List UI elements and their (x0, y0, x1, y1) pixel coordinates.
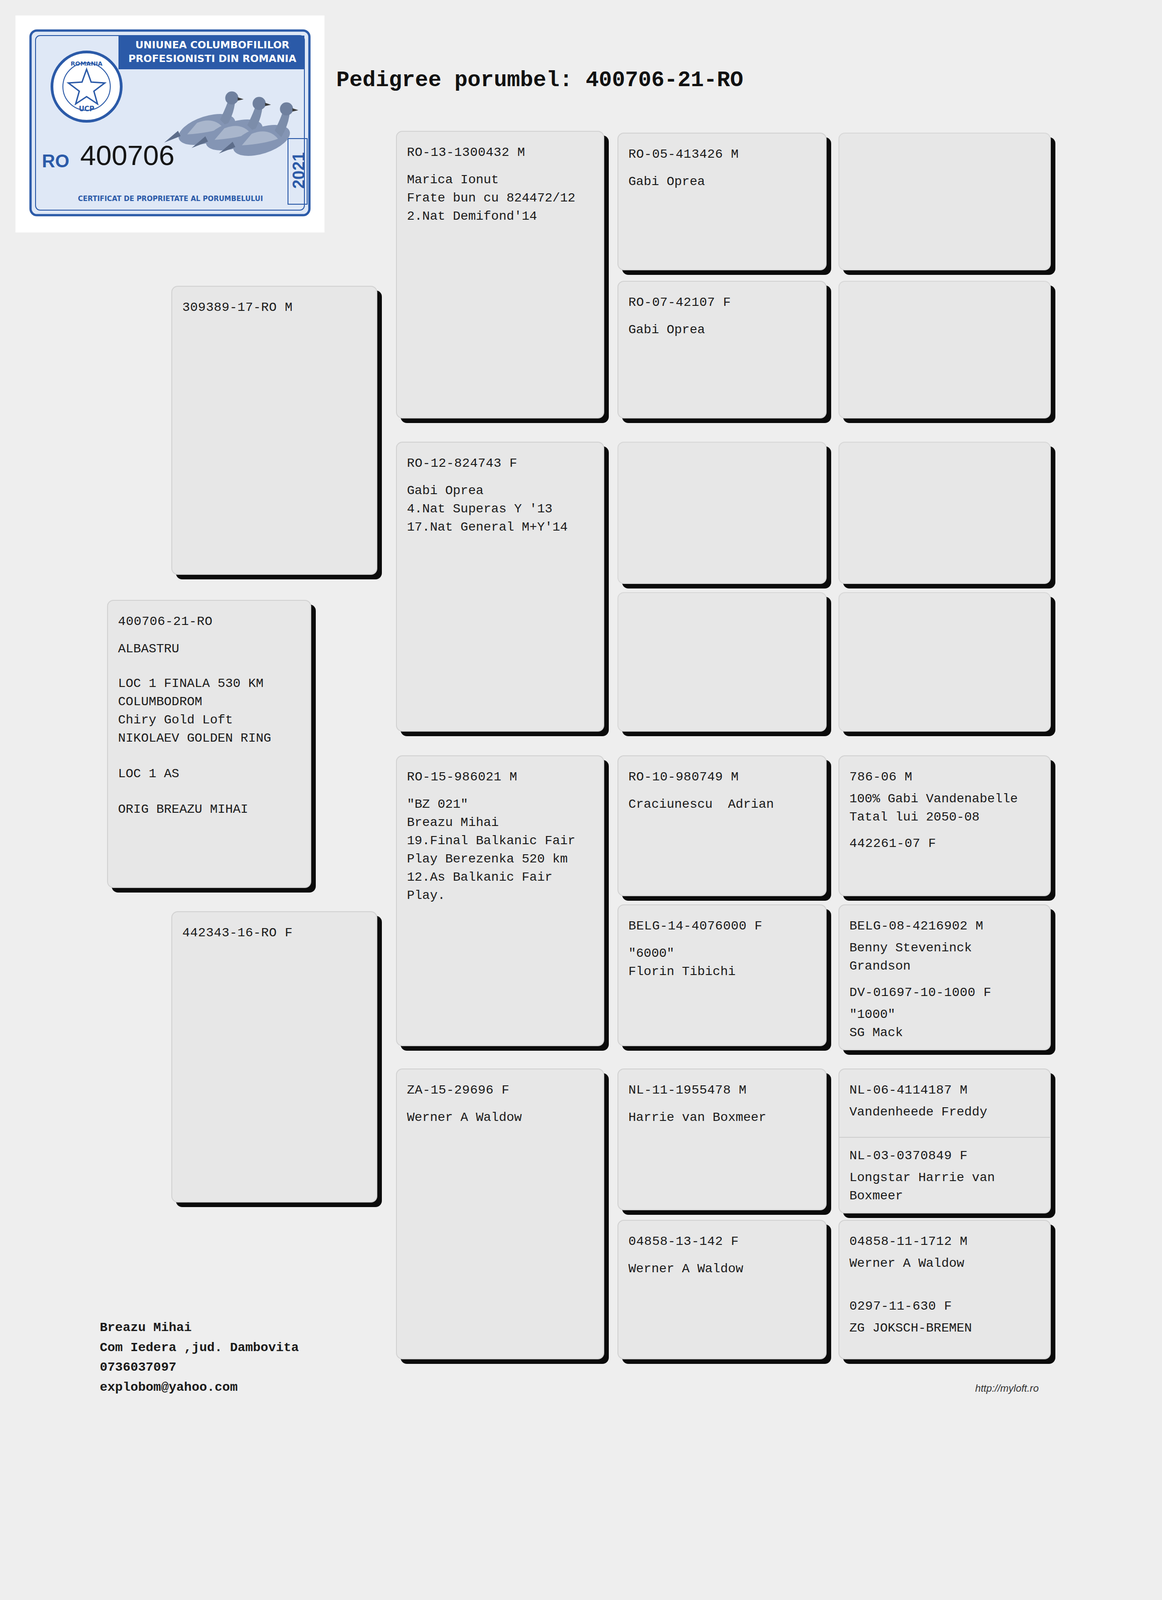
bird-note: 19.Final Balkanic Fair Play Berezenka 52… (406, 831, 595, 869)
bird-note: NIKOLAEV GOLDEN RING (118, 729, 302, 748)
bird-note: Gabi Oprea (628, 320, 817, 340)
bird-note: Werner A Waldow (628, 1259, 817, 1278)
bird-note: Benny Steveninck Grandson (849, 938, 1041, 976)
bird-note: ZG JOKSCH-BREMEN (849, 1318, 1041, 1337)
ring-number: ZA-15-29696 F (406, 1080, 595, 1100)
stamp-text: 2021 (288, 148, 309, 193)
certificate-stamp: UNIUNEA COLUMBOFILILOR PROFESIONISTI DIN… (15, 15, 325, 233)
stamp-text: CERTIFICAT DE PROPRIETATE AL PORUMBELULU… (42, 194, 299, 204)
bird-note: 17.Nat General M+Y'14 (406, 518, 595, 537)
bird-note: "6000" (628, 944, 817, 963)
box-divider (839, 1136, 1050, 1138)
bird-note: 2.Nat Demifond'14 (406, 207, 595, 226)
bird-note: Werner A Waldow (406, 1108, 595, 1127)
bird-note: 4.Nat Superas Y '13 (406, 499, 595, 519)
pedigree-box: NL-06-4114187 M Vandenheede FreddyNL-03-0… (838, 1068, 1051, 1214)
pedigree-box: 400706-21-ROALBASTRULOC 1 FINALA 530 KMC… (107, 599, 312, 888)
ring-number: NL-06-4114187 M (849, 1080, 1041, 1100)
owner-contact: Breazu Mihai (99, 1318, 192, 1337)
stamp-text: UCP (72, 104, 101, 114)
bird-note: Craciunescu Adrian (628, 795, 817, 814)
ring-number: RO-10-980749 M (628, 767, 817, 787)
ring-number: RO-07-42107 F (628, 293, 817, 312)
empty-box (838, 441, 1051, 584)
pedigree-box: 442343-16-RO F (171, 910, 378, 1203)
ring-number: BELG-08-4216902 M (849, 916, 1041, 936)
ring-number: 786-06 M (849, 767, 1041, 787)
ring-number: 04858-13-142 F (628, 1232, 817, 1251)
pedigree-box: BELG-08-4216902 MBenny Steveninck Grands… (838, 904, 1051, 1050)
bird-note: Chiry Gold Loft (118, 710, 302, 730)
bird-note: Longstar Harrie van Boxmeer (849, 1168, 1041, 1205)
bird-note: 12.As Balkanic Fair Play. (406, 868, 595, 905)
pedigree-box: RO-13-1300432 M Marica IonutFrate bun cu … (395, 130, 605, 419)
page-title: Pedigree porumbel: 400706-21-RO (336, 67, 744, 93)
pedigree-box: 04858-11-1712 M Werner A Waldow 0297-11-63… (838, 1219, 1051, 1359)
ring-number: 400706-21-RO (118, 612, 302, 631)
ring-number: 442261-07 F (849, 834, 1041, 853)
pedigree-box: RO-12-824743 F Gabi Oprea4.Nat Superas Y … (395, 441, 605, 732)
ring-number: 0297-11-630 F (849, 1296, 1041, 1316)
pedigree-box: 04858-13-142 F Werner A Waldow (617, 1219, 827, 1359)
ring-number: RO-15-986021 M (406, 767, 595, 787)
pedigree-box: RO-05-413426 M Gabi Oprea (617, 132, 827, 271)
ring-number: RO-05-413426 M (628, 145, 817, 164)
stamp-text: ROMANIA (66, 60, 108, 68)
pedigree-box: RO-07-42107 F Gabi Oprea (617, 280, 827, 419)
stamp-text: 400706 (80, 139, 199, 172)
empty-box (617, 441, 827, 584)
pedigree-box: 309389-17-RO M (171, 285, 378, 575)
pedigree-box: RO-15-986021 M "BZ 021"Breazu Mihai19.Fin… (395, 755, 605, 1046)
ring-number: NL-03-0370849 F (849, 1146, 1041, 1165)
ring-number: 04858-11-1712 M (849, 1232, 1041, 1251)
bird-note: Vandenheede Freddy (849, 1102, 1041, 1121)
pedigree-box: RO-10-980749 M Craciunescu Adrian (617, 755, 827, 896)
bird-note: Gabi Oprea (406, 481, 595, 500)
bird-note: Werner A Waldow (849, 1254, 1041, 1273)
bird-note: Marica Ionut (406, 170, 595, 190)
bird-note: "1000" (849, 1005, 1041, 1024)
pedigree-box: BELG-14-4076000 F "6000"Florin Tibichi (617, 904, 827, 1046)
bird-note: Breazu Mihai (406, 813, 595, 832)
website-note: http://myloft.ro (975, 1381, 1039, 1395)
bird-note: Frate bun cu 824472/12 (406, 189, 595, 208)
bird-note: Harrie van Boxmeer (628, 1108, 817, 1127)
bird-note: 100% Gabi Vandenabelle Tatal lui 2050-08 (849, 789, 1041, 827)
empty-box (617, 591, 827, 732)
ring-number: NL-11-1955478 M (628, 1080, 817, 1100)
owner-contact: explobom@yahoo.com (99, 1377, 238, 1397)
empty-box (838, 280, 1051, 419)
pedigree-box: NL-11-1955478 M Harrie van Boxmeer (617, 1068, 827, 1210)
owner-contact: 0736037097 (99, 1357, 177, 1377)
ring-number: BELG-14-4076000 F (628, 916, 817, 936)
bird-note: ALBASTRU (118, 639, 302, 659)
bird-note: Florin Tibichi (628, 962, 817, 981)
stamp-text: UNIUNEA COLUMBOFILILOR PROFESIONISTI DIN… (121, 38, 304, 66)
owner-contact: Com Iedera ,jud. Dambovita (99, 1338, 299, 1357)
pedigree-box: ZA-15-29696 F Werner A Waldow (395, 1068, 605, 1359)
ring-number: RO-12-824743 F (406, 454, 595, 473)
bird-note: Gabi Oprea (628, 172, 817, 191)
ring-number: DV-01697-10-1000 F (849, 983, 1041, 1002)
bird-note: LOC 1 AS (118, 764, 302, 783)
bird-note: SG Mack (849, 1023, 1041, 1042)
bird-note: COLUMBODROM (118, 692, 302, 711)
ring-number: 442343-16-RO F (182, 923, 368, 942)
ring-number: RO-13-1300432 M (406, 143, 595, 162)
bird-note: ORIG BREAZU MIHAI (118, 800, 302, 819)
bird-note: LOC 1 FINALA 530 KM (118, 674, 302, 693)
stamp-text: RO (41, 150, 79, 172)
empty-box (838, 591, 1051, 732)
ring-number: 309389-17-RO M (182, 298, 368, 317)
empty-box (838, 132, 1051, 271)
pedigree-box: 786-06 M100% Gabi Vandenabelle Tatal lui… (838, 755, 1051, 896)
bird-note: "BZ 021" (406, 795, 595, 814)
